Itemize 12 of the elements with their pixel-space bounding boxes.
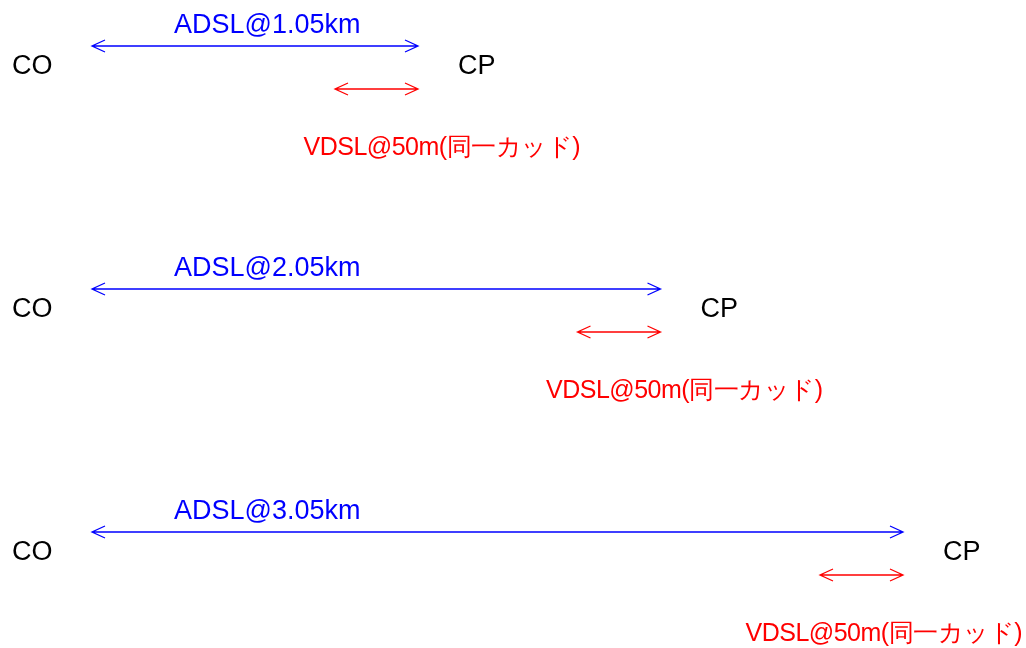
end-label: CP — [700, 292, 738, 324]
end-label: CO — [12, 49, 53, 81]
dimension-label: VDSL@50m(同一カッド) — [745, 617, 1022, 648]
end-label: CO — [12, 292, 53, 324]
end-label: CP — [458, 49, 496, 81]
end-label: CP — [943, 535, 981, 567]
dimension-label: VDSL@50m(同一カッド) — [546, 374, 823, 405]
dimension-label: VDSL@50m(同一カッド) — [303, 131, 580, 162]
dimension-label: ADSL@1.05km — [174, 8, 361, 40]
dimension-label: ADSL@3.05km — [174, 494, 361, 526]
end-label: CO — [12, 535, 53, 567]
dimension-label: ADSL@2.05km — [174, 251, 361, 283]
